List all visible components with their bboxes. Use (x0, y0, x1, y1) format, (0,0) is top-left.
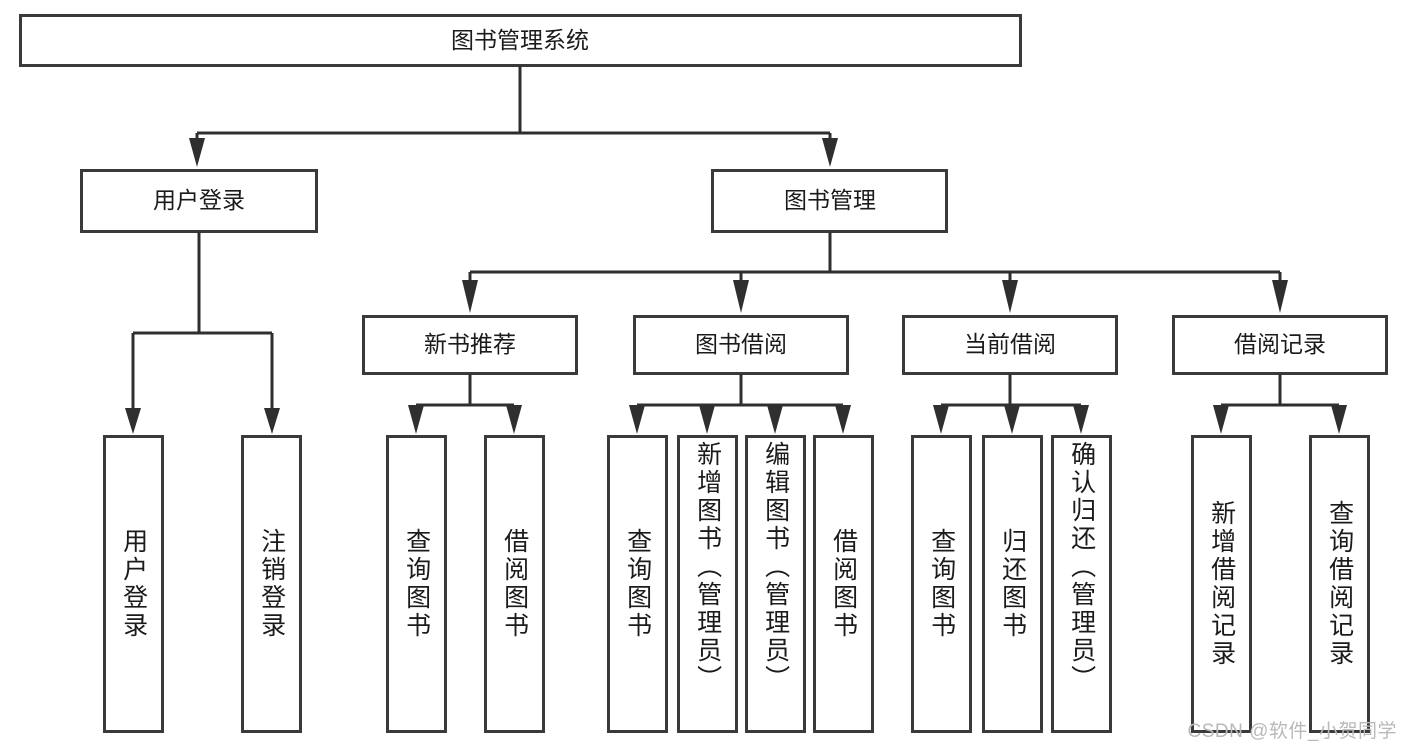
edge-new-book-recommend-to-leaves (408, 374, 522, 434)
leaf-nbr-query-box[interactable] (386, 435, 447, 733)
edge-current-borrow-to-leaves (933, 374, 1089, 434)
node-root-box[interactable] (19, 14, 1022, 67)
node-book-manage[interactable]: 图书管理 (711, 169, 948, 233)
leaf-cb-return-box[interactable] (982, 435, 1043, 733)
edge-borrow-record-to-leaves (1213, 374, 1347, 434)
arrow-head-leaf-logout (264, 408, 280, 434)
leaf-user-login-box[interactable] (103, 435, 164, 733)
arrow-head-leaf-bb-edit (767, 405, 783, 434)
leaf-bb-borrow-box[interactable] (813, 435, 874, 733)
node-new-book-recommend[interactable]: 新书推荐 (362, 315, 578, 375)
arrow-head-book-borrow (733, 280, 749, 313)
node-borrow-record[interactable]: 借阅记录 (1172, 315, 1388, 375)
leaf-cb-query-box[interactable] (911, 435, 972, 733)
arrow-head-current-borrow (1002, 280, 1018, 313)
edge-book-borrow-to-leaves (629, 374, 851, 434)
leaf-br-query-box[interactable] (1309, 435, 1370, 733)
arrow-head-leaf-nbr-borrow (506, 405, 522, 434)
node-new-book-recommend-label: 新书推荐 (424, 331, 516, 357)
node-book-manage-label: 图书管理 (784, 187, 876, 213)
leaf-bb-edit-box[interactable] (745, 435, 806, 733)
edge-book-manage-to-level3 (462, 232, 1288, 313)
node-current-borrow-box[interactable] (902, 315, 1118, 375)
leaf-cb-confirm-box[interactable] (1051, 435, 1112, 733)
node-root[interactable]: 图书管理系统 (19, 14, 1022, 67)
arrow-head-borrow-record (1272, 280, 1288, 313)
node-user-login-label: 用户登录 (153, 187, 245, 213)
arrow-head-leaf-cb-query (933, 405, 949, 434)
node-book-manage-box[interactable] (711, 169, 948, 233)
arrow-head-leaf-user-login (125, 408, 141, 434)
arrow-head-leaf-br-query (1331, 405, 1347, 434)
node-borrow-record-label: 借阅记录 (1234, 331, 1326, 357)
node-current-borrow-label: 当前借阅 (964, 331, 1056, 357)
csdn-watermark: CSDN @软件_小贺同学 (1187, 721, 1397, 742)
arrow-head-new-book-recommend (462, 280, 478, 313)
node-root-label: 图书管理系统 (451, 27, 589, 53)
arrow-head-leaf-bb-borrow (835, 405, 851, 434)
arrow-head-leaf-bb-query (629, 405, 645, 434)
leaf-nbr-borrow-box[interactable] (484, 435, 545, 733)
node-book-borrow-label: 图书借阅 (695, 331, 787, 357)
leaf-logout-box[interactable] (241, 435, 302, 733)
node-user-login-box[interactable] (80, 169, 318, 233)
arrow-head-leaf-br-add (1213, 405, 1229, 434)
node-book-borrow-box[interactable] (633, 315, 849, 375)
arrow-head-leaf-bb-add (699, 405, 715, 434)
arrow-head-leaf-cb-confirm (1073, 405, 1089, 434)
arrow-head-user-login (189, 138, 205, 167)
edge-root-to-level2 (189, 66, 838, 167)
node-user-login[interactable]: 用户登录 (80, 169, 318, 233)
leaf-br-add-box[interactable] (1191, 435, 1252, 733)
node-current-borrow[interactable]: 当前借阅 (902, 315, 1118, 375)
node-borrow-record-box[interactable] (1172, 315, 1388, 375)
leaf-boxes (103, 435, 1370, 733)
leaf-bb-add-box[interactable] (677, 435, 738, 733)
node-book-borrow[interactable]: 图书借阅 (633, 315, 849, 375)
arrow-head-book-manage (822, 138, 838, 167)
node-new-book-recommend-box[interactable] (362, 315, 578, 375)
arrow-head-leaf-nbr-query (408, 405, 424, 434)
arrow-head-leaf-cb-return (1004, 405, 1020, 434)
leaf-bb-query-box[interactable] (607, 435, 668, 733)
edge-user-login-to-leaves (125, 232, 280, 434)
